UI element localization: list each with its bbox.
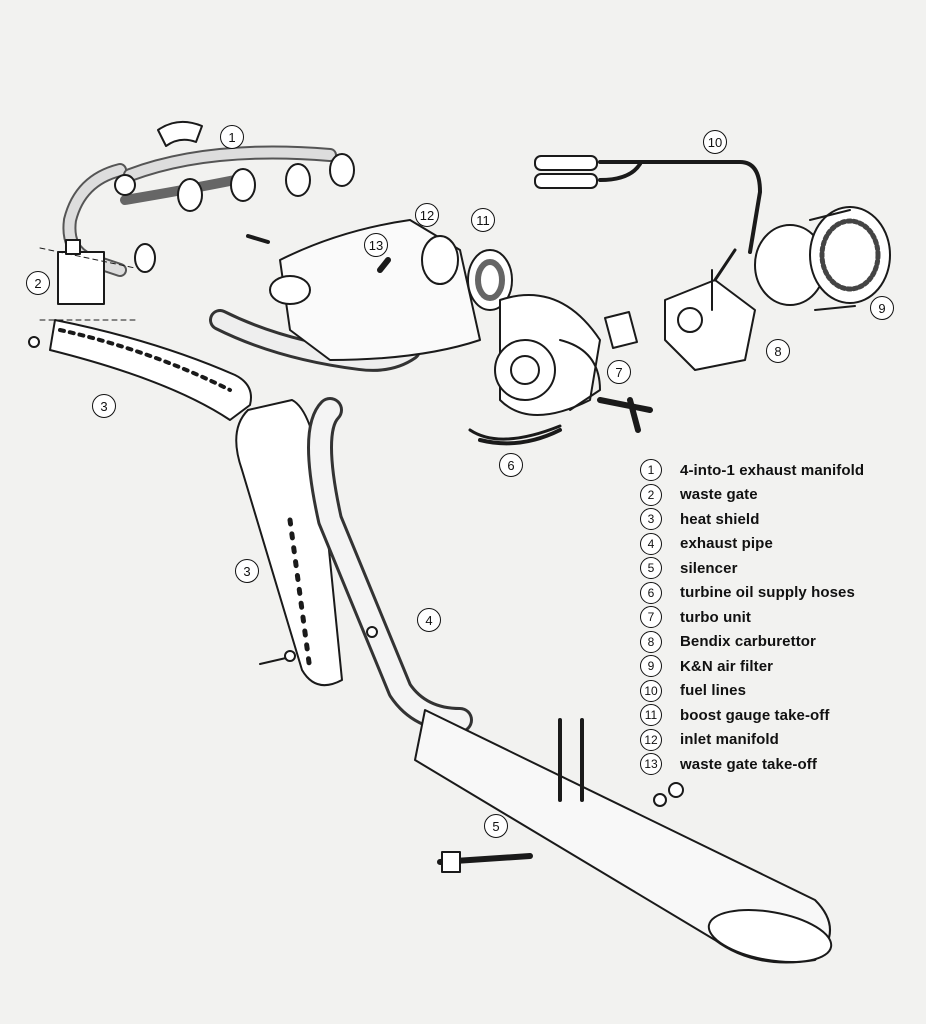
legend-number: 2 [640,483,662,506]
legend-label: fuel lines [680,682,747,700]
part-air-filter [754,206,891,311]
legend-label: waste gate take-off [680,755,817,773]
legend-number: 11 [640,704,662,727]
legend-number: 8 [640,630,662,653]
legend-number: 6 [640,581,662,604]
callout-4: 4 [417,608,441,632]
legend-label: turbo unit [680,608,751,626]
callout-2: 2 [26,271,50,295]
legend-label: turbine oil supply hoses [680,584,855,602]
legend-item: 5 silencer [640,556,920,581]
legend-number: 4 [640,532,662,555]
legend-item: 13 waste gate take-off [640,752,920,777]
callout-8: 8 [766,339,790,363]
legend-label: heat shield [680,510,760,528]
part-heat-shields [28,319,343,687]
legend-label: K&N air filter [680,657,774,675]
legend-item: 9 K&N air filter [640,654,920,679]
legend-item: 10 fuel lines [640,679,920,704]
legend-number: 9 [640,655,662,678]
legend-item: 2 waste gate [640,483,920,508]
legend-item: 12 inlet manifold [640,728,920,753]
callout-7: 7 [607,360,631,384]
legend-item: 6 turbine oil supply hoses [640,581,920,606]
callout-11: 11 [471,208,495,232]
legend-item: 1 4-into-1 exhaust manifold [640,458,920,483]
legend-number: 10 [640,679,662,702]
callout-12: 12 [415,203,439,227]
legend-label: 4-into-1 exhaust manifold [680,461,865,479]
legend-item: 7 turbo unit [640,605,920,630]
legend-number: 5 [640,557,662,580]
part-waste-gate [39,239,136,321]
legend-item: 3 heat shield [640,507,920,532]
legend-item: 11 boost gauge take-off [640,703,920,728]
legend-number: 12 [640,728,662,751]
legend-number: 7 [640,606,662,629]
legend-label: inlet manifold [680,731,779,749]
callout-9: 9 [870,296,894,320]
legend-label: exhaust pipe [680,535,773,553]
legend-number: 13 [640,753,662,776]
legend-item: 8 Bendix carburettor [640,630,920,655]
part-fuel-lines [534,155,762,282]
callout-5: 5 [484,814,508,838]
legend-label: silencer [680,559,738,577]
callout-13: 13 [364,233,388,257]
legend-number: 3 [640,508,662,531]
callout-6: 6 [499,453,523,477]
part-inlet-manifold [269,219,481,361]
legend-item: 4 exhaust pipe [640,532,920,557]
legend-number: 1 [640,459,662,482]
callout-3-left: 3 [92,394,116,418]
part-turbo-unit [467,249,653,446]
parts-legend: 1 4-into-1 exhaust manifold 2 waste gate 3… [640,458,920,777]
callout-1: 1 [220,125,244,149]
part-silencer [414,709,833,964]
part-carburettor [604,269,756,371]
legend-label: boost gauge take-off [680,706,830,724]
legend-label: Bendix carburettor [680,633,816,651]
callout-10: 10 [703,130,727,154]
legend-label: waste gate [680,486,758,504]
callout-3-lower: 3 [235,559,259,583]
